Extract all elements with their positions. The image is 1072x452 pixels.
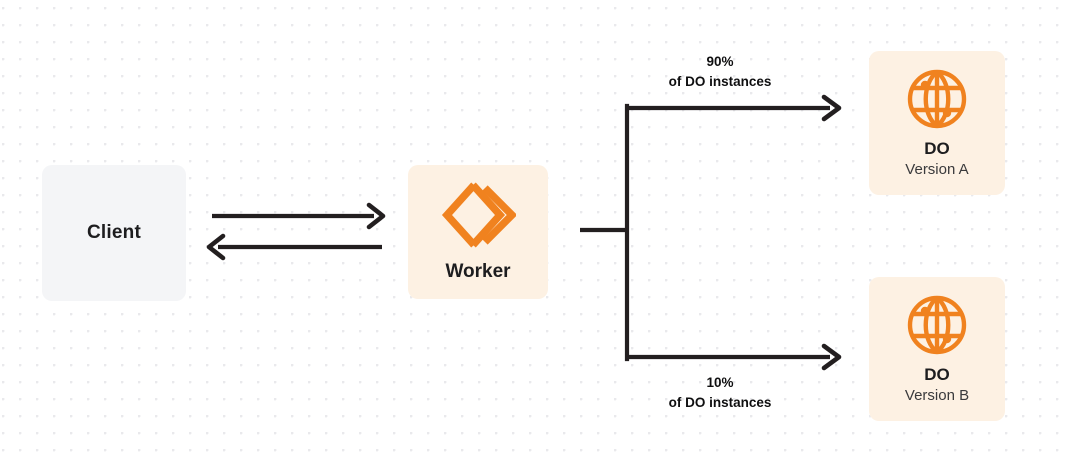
node-client-label: Client [87,222,141,243]
edge-label-do-b-percent: 10% [706,375,734,390]
edge-label-do-a-text: of DO instances [668,73,772,89]
node-do-b-label: DO [924,364,950,384]
node-do-version-b: DO Version B [869,277,1005,421]
node-do-a-sublabel: Version A [905,160,969,178]
globe-icon [906,68,968,130]
node-client: Client [42,165,186,301]
globe-icon [906,294,968,356]
node-do-version-a: DO Version A [869,51,1005,195]
node-worker: Worker [408,165,548,299]
edge-worker-to-client [206,233,382,261]
edge-label-do-a: 90% of DO instances [628,52,812,91]
edge-worker-to-do-a [625,94,842,122]
edge-worker-to-do-b [625,343,842,371]
node-do-a-label: DO [924,138,950,158]
cloudflare-workers-icon [440,181,518,249]
node-do-b-sublabel: Version B [904,386,970,404]
edge-label-do-a-percent: 90% [706,54,734,69]
edge-label-do-b-text: of DO instances [668,394,772,410]
node-worker-label: Worker [445,261,511,282]
edge-label-do-b: 10% of DO instances [628,373,812,412]
edge-client-to-worker [212,202,386,230]
